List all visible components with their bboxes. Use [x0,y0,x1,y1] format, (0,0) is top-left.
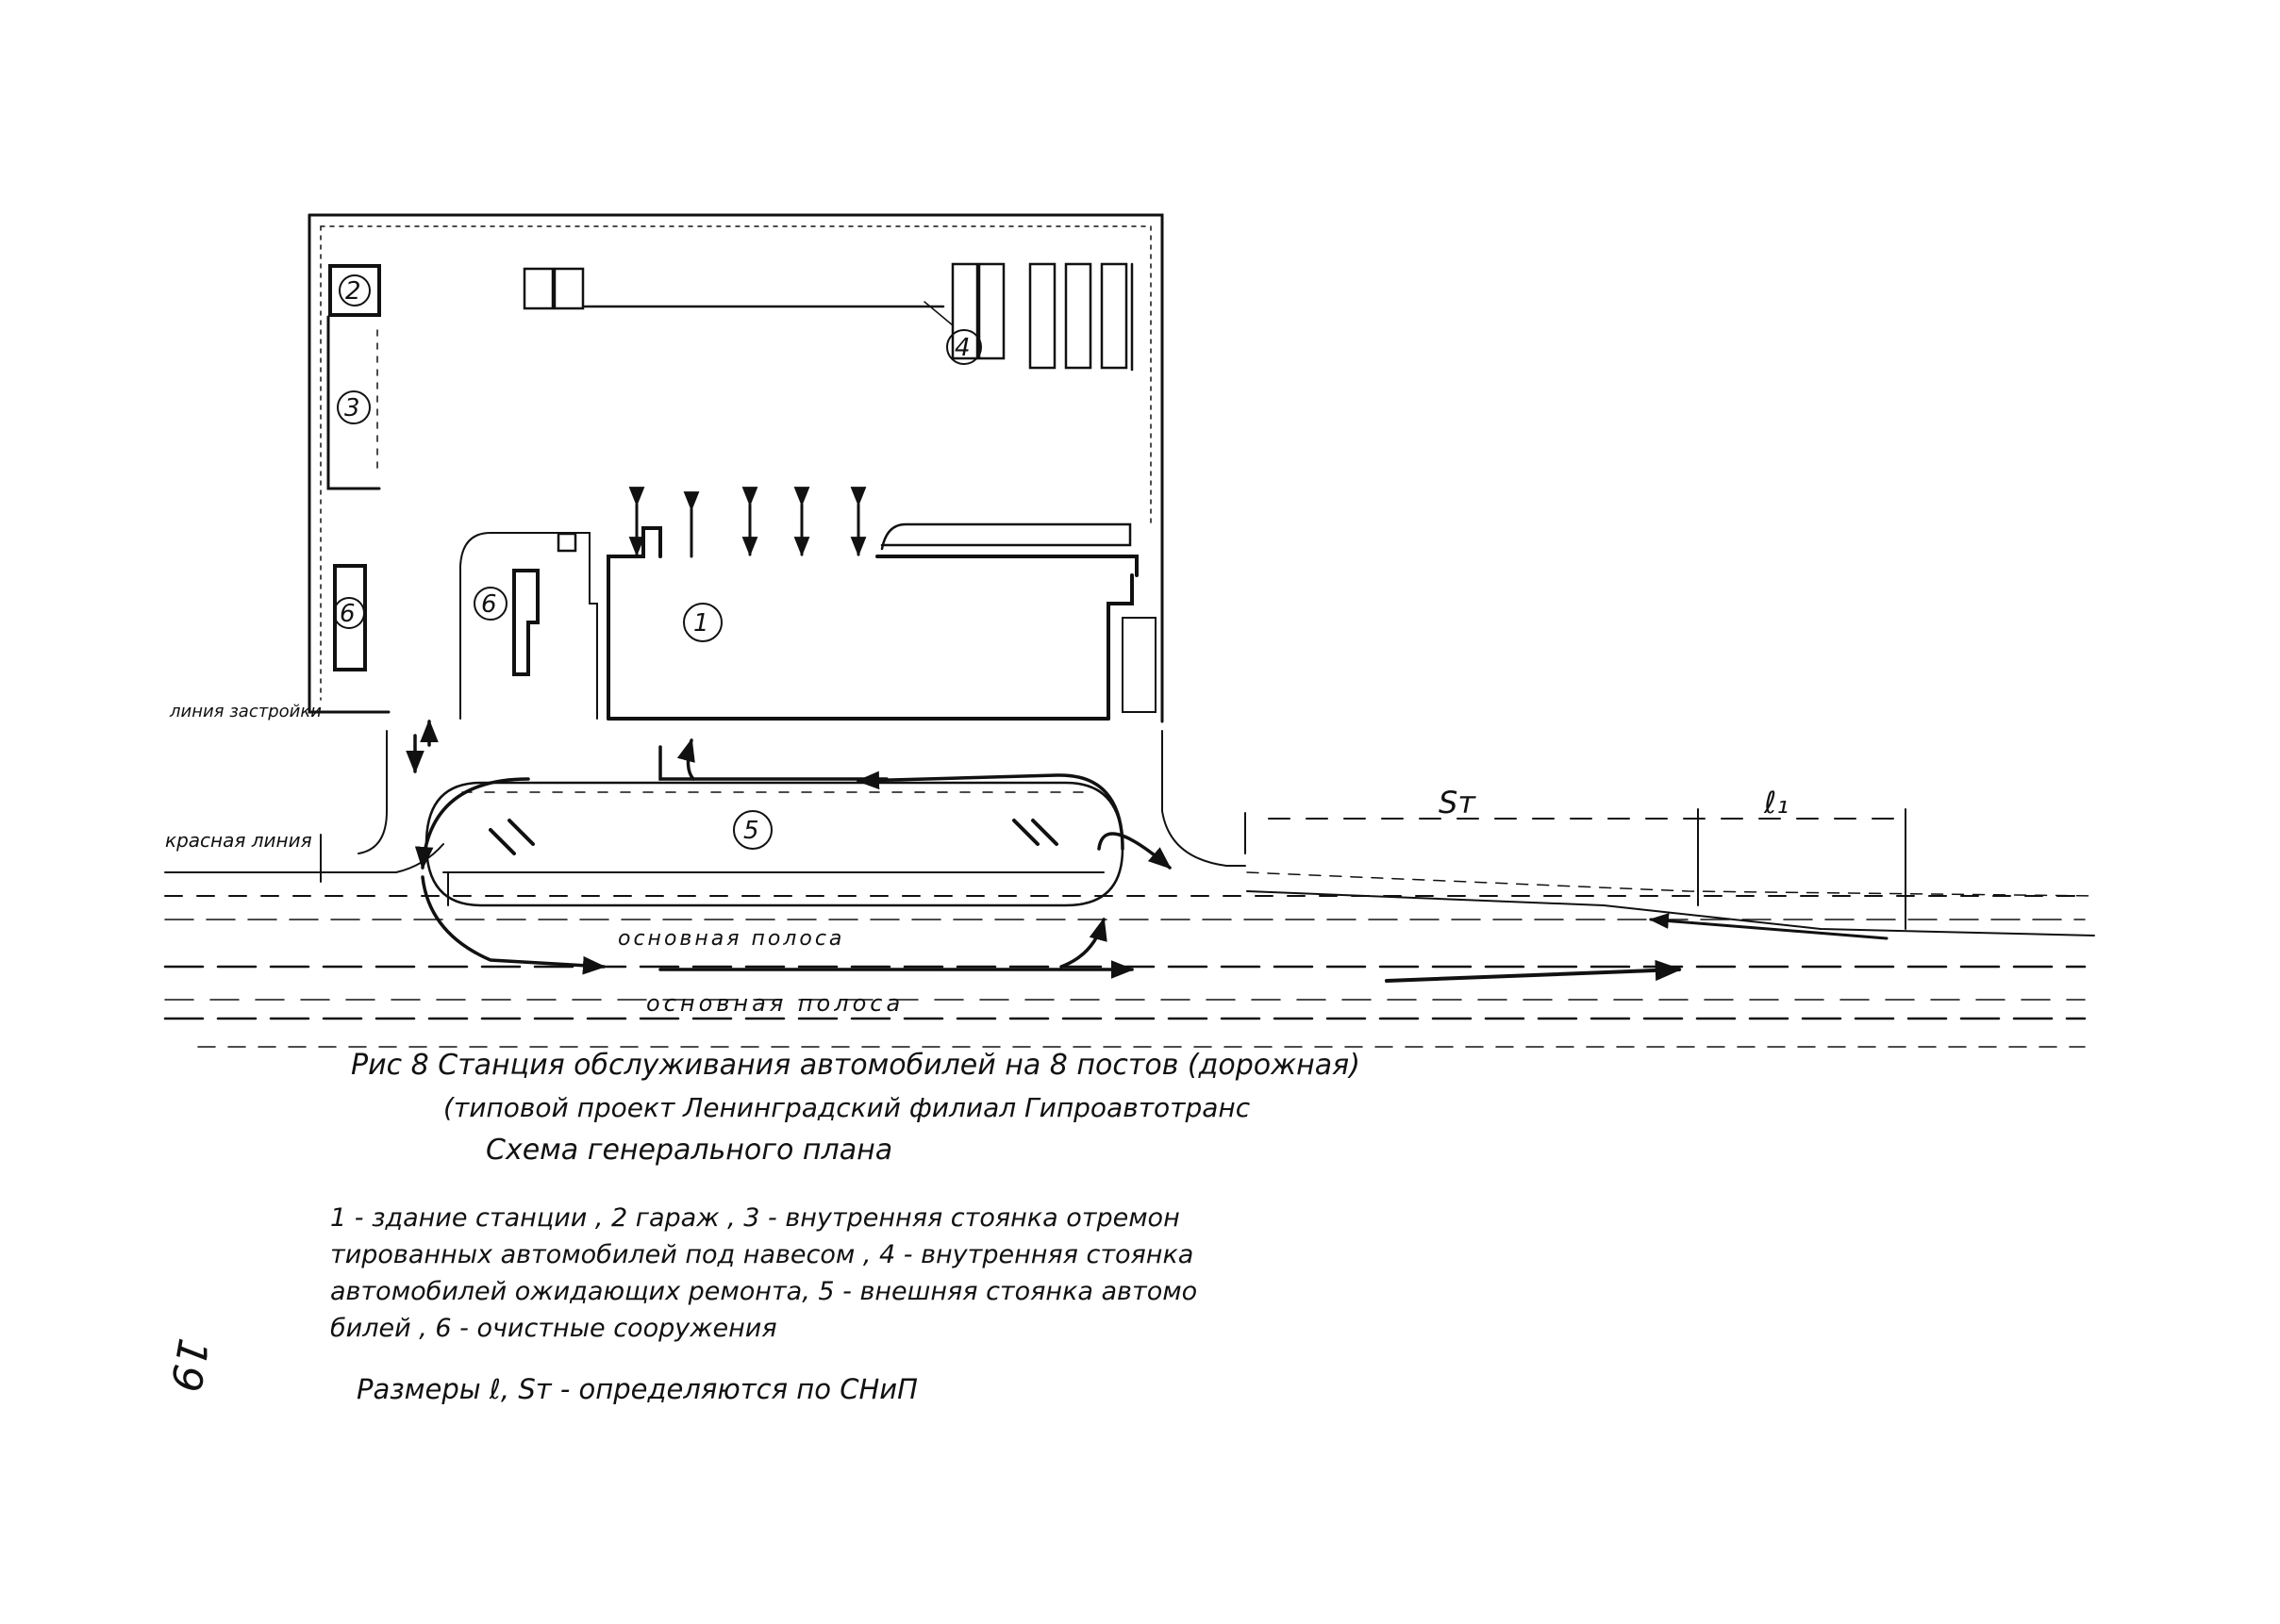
inner-covered-lot [326,315,381,490]
outer-parking-loop [424,781,1124,907]
callout-3 [337,390,371,424]
building-line-label: линия застройки [169,702,322,721]
callout-4 [946,329,982,365]
sizes-note: Размеры ℓ, Sт - определяются по СНиП [357,1373,918,1405]
outer-lot-number: 5 [743,817,759,845]
treatment-b-number: 6 [481,590,497,619]
callout-1 [683,603,723,642]
legend-line: билей , 6 - очистные сооружения [330,1314,777,1343]
right-annex [1122,617,1157,713]
building-number: 1 [693,609,709,638]
garage-number: 2 [345,277,361,306]
main-lane-label-1: основная полоса [618,927,844,951]
legend: 1 - здание станции , 2 гараж , 3 - внутр… [330,1200,1197,1347]
main-lane-label-2: основная полоса [646,990,904,1017]
legend-line: 1 - здание станции , 2 гараж , 3 - внутр… [330,1203,1180,1233]
station-building [557,522,1139,721]
callout-6b [474,587,508,621]
circulation-arrows [406,719,1172,979]
red-line-label: красная линия [165,829,312,852]
figure-caption-title: Рис 8 Станция обслуживания автомобилей н… [351,1049,1360,1082]
legend-line: автомобилей ожидающих ремонта, 5 - внешн… [330,1277,1198,1306]
waiting-lot-stalls [523,262,1134,372]
dimension-lines [1244,808,1906,930]
dimension-l1-label: ℓ₁ [1763,785,1789,820]
site-boundary [308,213,1164,723]
treatment-a-number: 6 [340,600,356,628]
main-road [163,730,2095,1048]
callout-2 [339,274,371,307]
bay-entry-arrows [628,487,867,558]
waiting-lot-number: 4 [955,334,971,362]
callout-5 [733,810,773,850]
legend-line: тированных автомобилей под навесом , 4 -… [330,1240,1194,1269]
garage [328,264,381,317]
treatment-facility-b [459,532,598,720]
figure-caption-source: (типовой проект Ленинградский филиал Гип… [443,1092,1251,1123]
dimension-st-label: Sт [1439,785,1476,820]
callout-6a [333,597,365,629]
page-number: 19 [160,1334,217,1396]
figure-caption-subtitle: Схема генерального плана [486,1134,893,1167]
inner-lot-number: 3 [344,394,360,423]
